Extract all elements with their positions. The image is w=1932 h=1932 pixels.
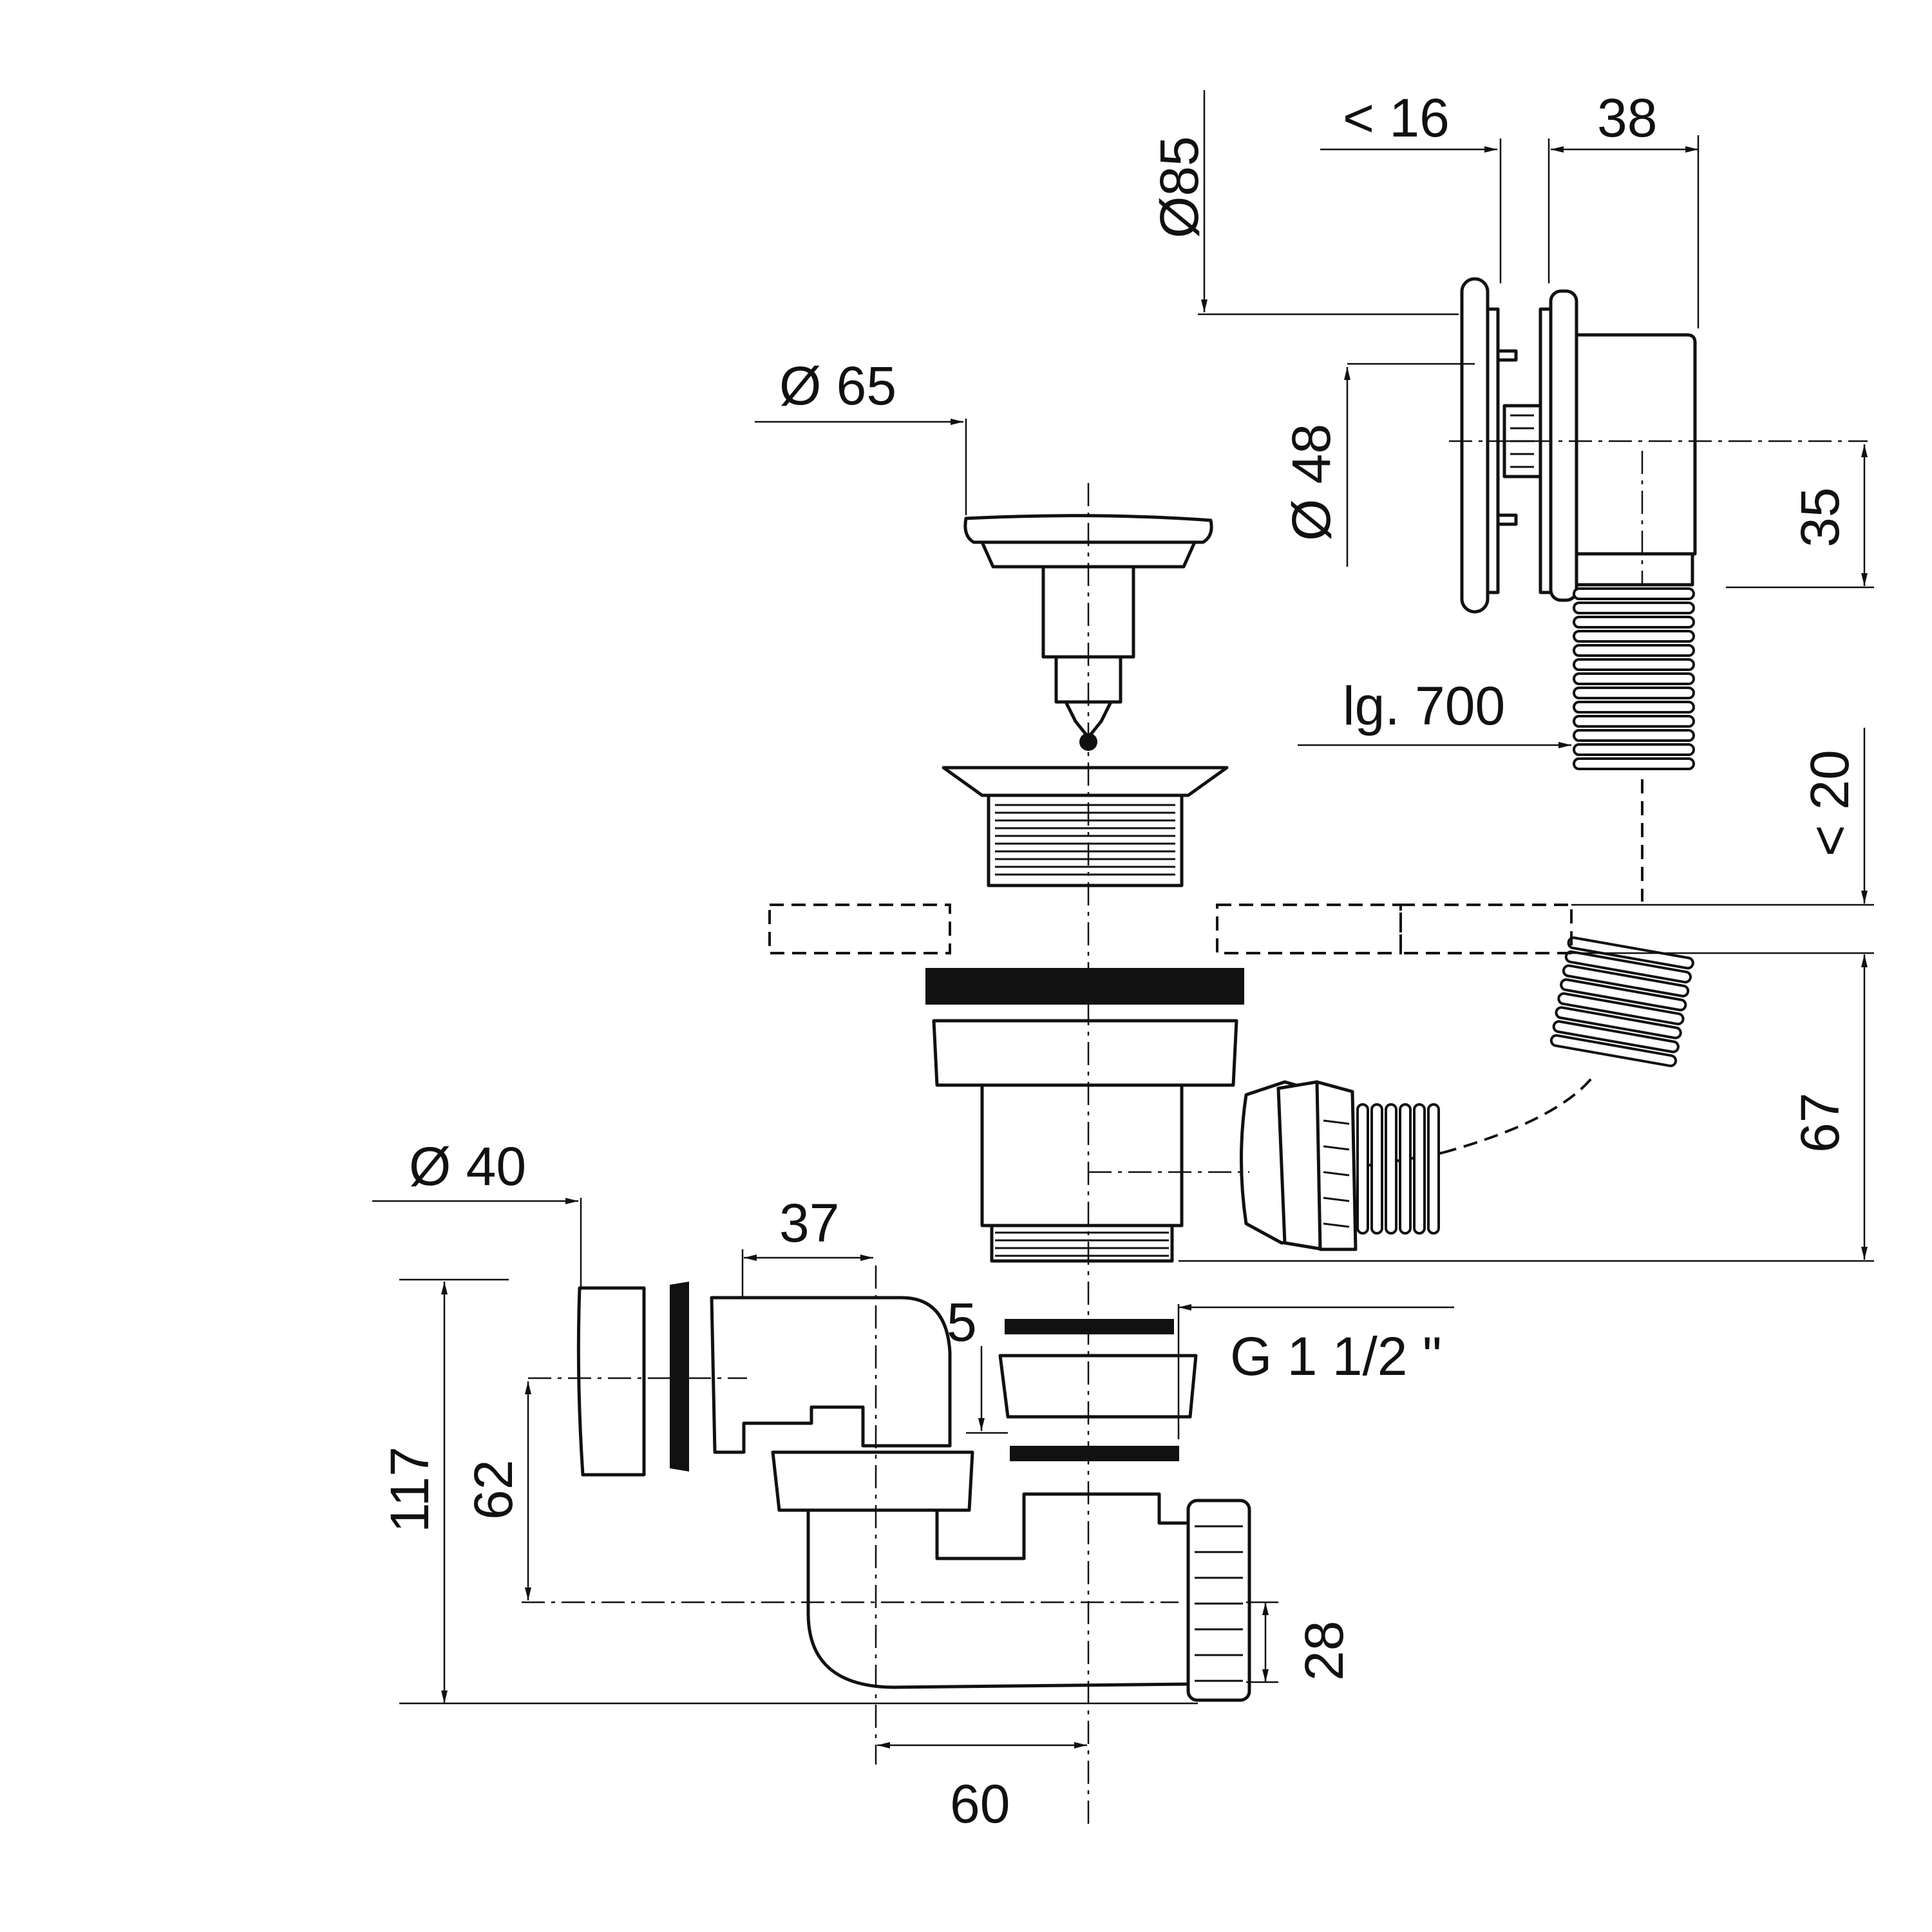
dimension-labels: Ø85 < 16 38 Ø 65 Ø 48 35 lg. 700 < 20 67… [379,88,1860,1834]
dim-37: 37 [779,1193,839,1253]
dimension-lines [372,90,1874,1748]
bath-wall [768,904,1573,954]
dim-diameter-40: Ø 40 [409,1136,526,1197]
axis-lines [522,440,1868,1829]
dim-67: 67 [1790,1093,1850,1153]
dim-38: 38 [1597,88,1657,148]
dim-thread-g1-1-2: G 1 1/2 " [1230,1326,1442,1387]
dim-hose-length-700: lg. 700 [1343,676,1505,736]
dim-62: 62 [463,1460,524,1520]
dim-diameter-85: Ø85 [1149,136,1209,238]
dim-diameter-48: Ø 48 [1281,424,1341,541]
dim-28: 28 [1294,1621,1354,1681]
siphon-trap [771,1450,1251,1702]
drain-body [925,968,1244,1263]
dim-less-than-20: < 20 [1799,750,1860,857]
dim-60: 60 [950,1774,1010,1834]
overflow-connector [1240,1080,1440,1251]
overflow-rosette [1460,277,1697,614]
dim-diameter-65: Ø 65 [779,355,896,416]
dim-35: 35 [1790,488,1850,547]
drain-flange [942,766,1229,887]
dim-less-than-16: < 16 [1343,88,1450,148]
outlet-elbow [576,1282,952,1477]
washer-set [998,1319,1198,1461]
dim-117: 117 [379,1446,440,1533]
dim-5: 5 [947,1292,977,1352]
